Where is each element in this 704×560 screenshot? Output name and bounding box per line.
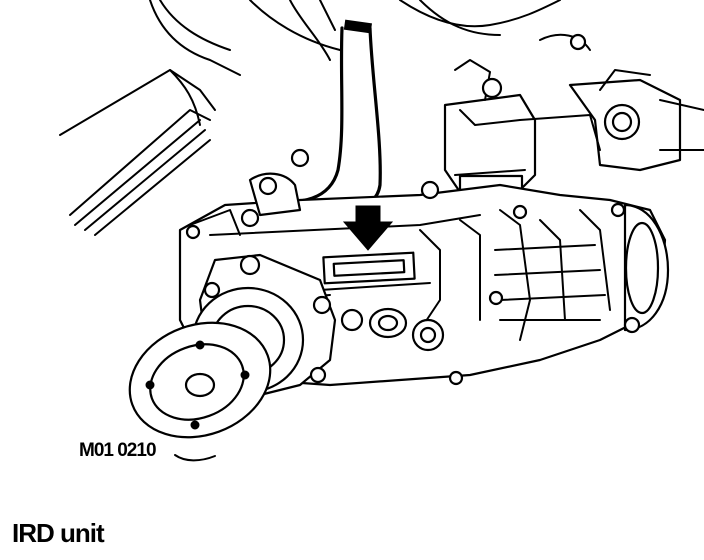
- figure-reference-code: M01 0210: [79, 440, 157, 461]
- down-arrow-icon: [342, 205, 394, 251]
- body-frame-lines: [59, 0, 341, 236]
- figure-caption: IRD unit: [12, 518, 105, 548]
- top-mount-assembly: [399, 0, 704, 172]
- engine-mount: [443, 59, 601, 194]
- drive-flange-assembly: [128, 253, 337, 462]
- ird-unit-illustration: [59, 0, 704, 462]
